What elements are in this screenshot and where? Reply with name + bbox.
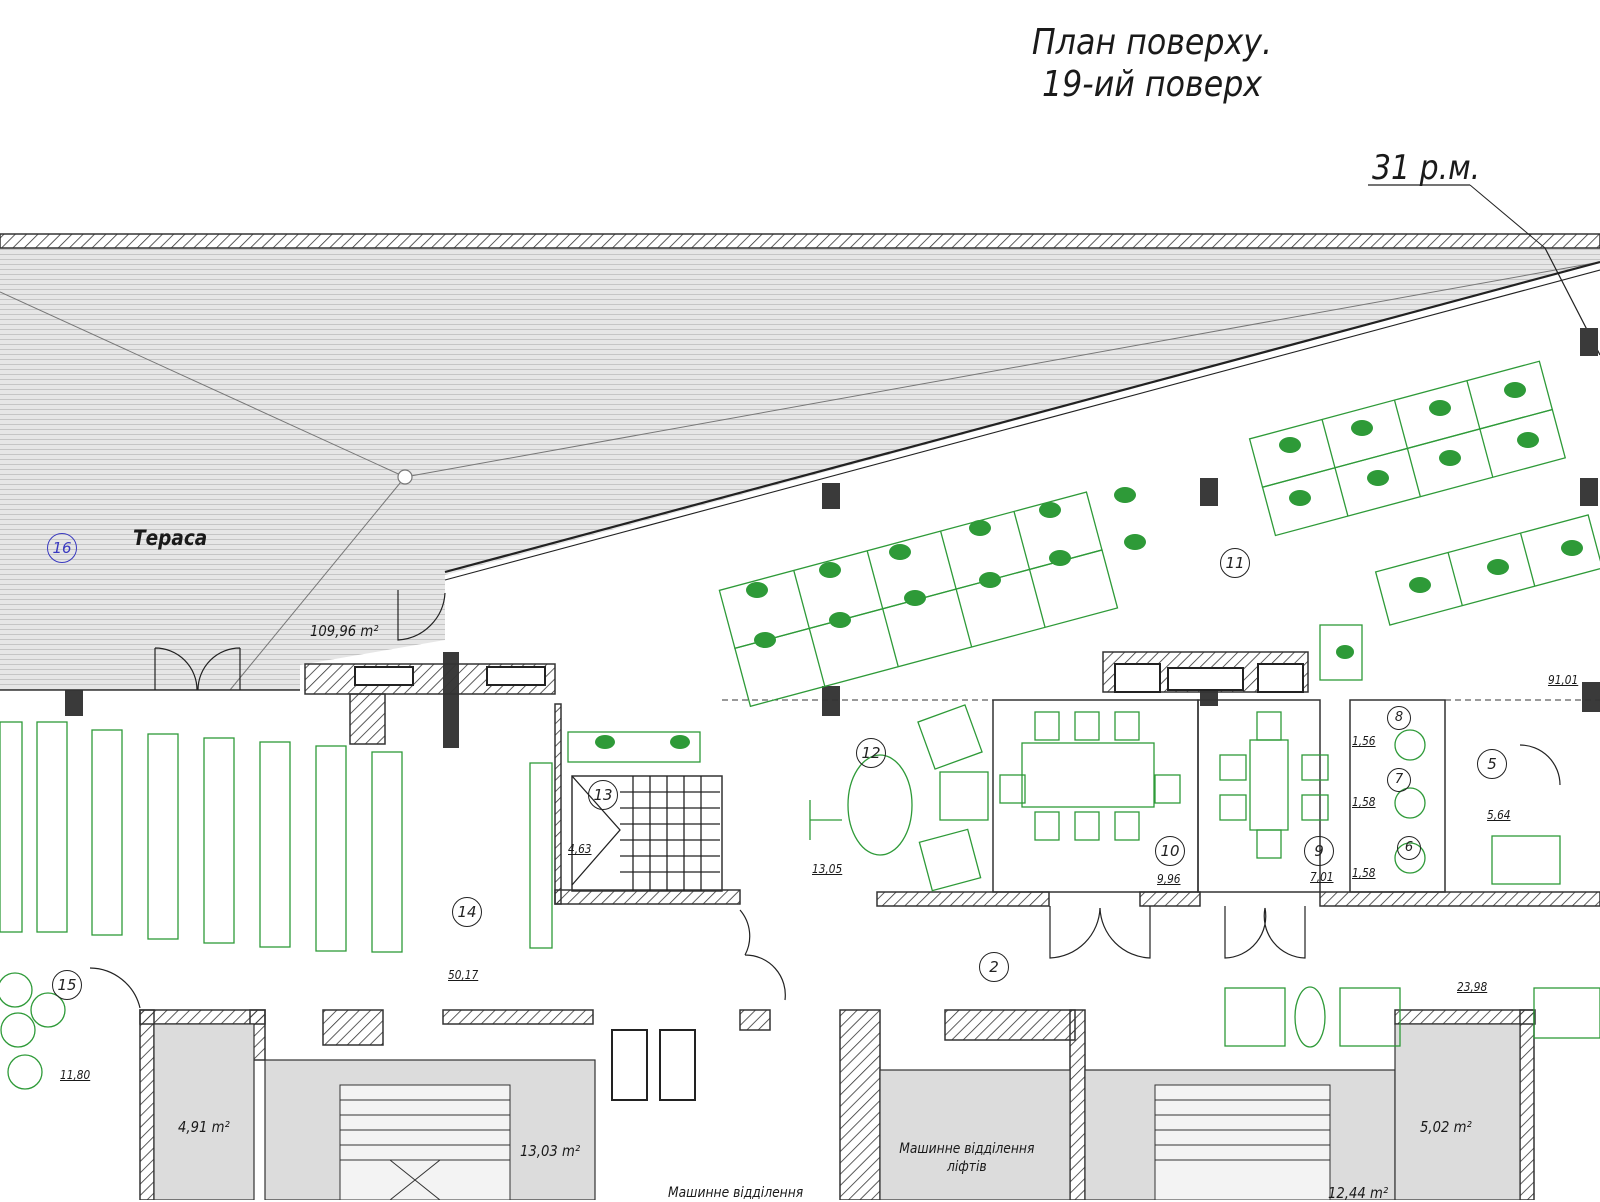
terrace-area: 109,96 m² xyxy=(310,622,379,640)
machine-room-label-2: Машинне відділення xyxy=(668,1185,804,1201)
room-number-14: 14 xyxy=(452,897,482,927)
room-area-13: 4,63 xyxy=(568,842,592,856)
room-area-15: 11,80 xyxy=(60,1068,91,1082)
room-number-8: 8 xyxy=(1387,706,1411,730)
room-number-15: 15 xyxy=(52,970,82,1000)
terrace-label: Тераса xyxy=(133,526,208,550)
room-number-2: 2 xyxy=(979,952,1009,982)
meeting-chairs xyxy=(999,711,1329,859)
room-area-10: 9,96 xyxy=(1157,872,1181,886)
service-area-2: 13,03 m² xyxy=(520,1142,581,1160)
seating-rows xyxy=(0,721,403,953)
terrace-zone xyxy=(0,248,1600,691)
room-number-13: 13 xyxy=(588,780,618,810)
room-number-10: 10 xyxy=(1155,836,1185,866)
kitchenette-units xyxy=(354,663,1304,693)
room-number-11: 11 xyxy=(1220,548,1250,578)
room-number-9: 9 xyxy=(1304,836,1334,866)
room-area-12: 13,05 xyxy=(812,862,843,876)
machine-room-label: Машинне відділення ліфтів xyxy=(899,1141,1035,1175)
room-number-5: 5 xyxy=(1477,749,1507,779)
room-area-7: 1,58 xyxy=(1352,795,1376,809)
service-area-3: 5,02 m² xyxy=(1420,1118,1472,1136)
room-area-5: 5,64 xyxy=(1487,808,1511,822)
room-area-14: 50,17 xyxy=(448,968,479,982)
service-area-4: 12,44 m² xyxy=(1328,1184,1389,1202)
plan-title-line-2: 19-ий поверх xyxy=(1041,64,1263,105)
room-number-7: 7 xyxy=(1387,768,1411,792)
service-area-1: 4,91 m² xyxy=(178,1118,230,1136)
desk-chairs-solid xyxy=(595,382,1583,749)
room-area-8: 1,56 xyxy=(1352,734,1376,748)
wall-outlines xyxy=(0,689,1600,893)
room-area-9: 7,01 xyxy=(1310,870,1334,884)
room-area-2: 23,98 xyxy=(1457,980,1488,994)
parapet-wall xyxy=(0,233,1600,249)
room-area-11: 91,01 xyxy=(1548,673,1579,687)
service-core xyxy=(153,1023,1521,1200)
plan-title-line-1: План поверху. xyxy=(1031,22,1273,63)
scale-mark: 31 р.м. xyxy=(1372,148,1481,188)
desk-cluster-3 xyxy=(1374,514,1600,626)
lounge-chairs xyxy=(917,704,989,892)
desk-cluster-2 xyxy=(1248,360,1567,537)
stair-13 xyxy=(571,775,720,891)
room-number-16: 16 xyxy=(47,533,77,563)
room-number-6: 6 xyxy=(1397,836,1421,860)
plan-title: План поверху. 19-ий поверх xyxy=(1029,22,1275,106)
furniture xyxy=(0,360,1600,1090)
glazed-facade xyxy=(444,184,1600,581)
room-number-12: 12 xyxy=(856,738,886,768)
round-tables xyxy=(0,729,1426,1090)
room-area-6: 1,58 xyxy=(1352,866,1376,880)
